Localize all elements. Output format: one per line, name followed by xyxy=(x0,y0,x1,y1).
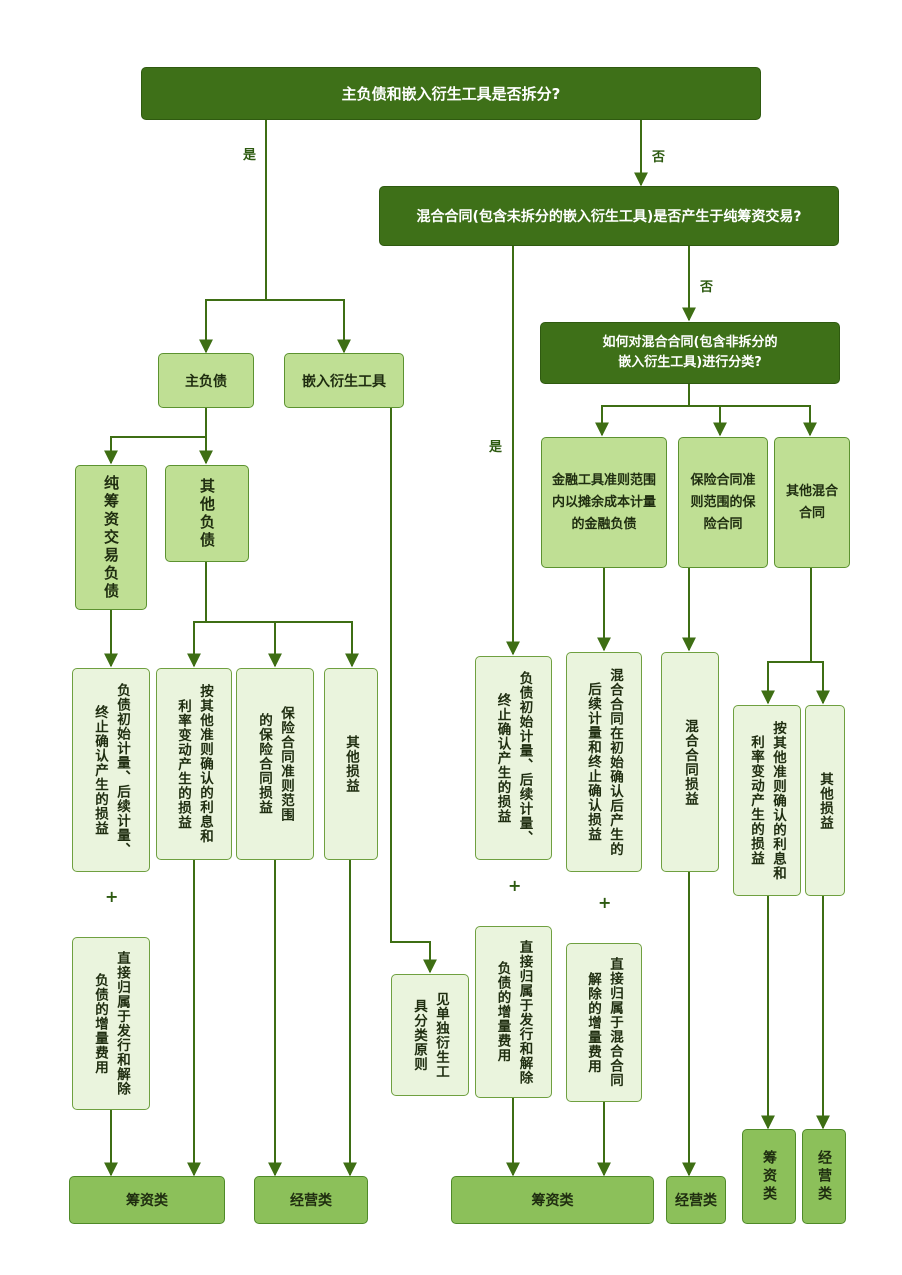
other-liability-text: 其他负债 xyxy=(198,477,216,550)
question-classify-node: 如何对混合合同(包含非拆分的 嵌入衍生工具)进行分类? xyxy=(540,322,840,384)
a1-node: 负债初始计量、后续计量、终止确认产生的损益 xyxy=(72,668,150,872)
h1-text: 按其他准则确认的利息和利率变动产生的损益 xyxy=(748,720,786,881)
category-financing-1: 筹资类 xyxy=(69,1176,225,1224)
d1-node: 负债初始计量、后续计量、终止确认产生的损益 xyxy=(475,656,552,860)
b2-text: 保险合同准则范围的保险合同损益 xyxy=(256,706,294,822)
f1-text: 混合合同在初始确认后产生的后续计量和终止确认损益 xyxy=(585,667,623,857)
h2-node: 其他损益 xyxy=(805,705,845,896)
pure-financing-liability-text: 纯筹资交易负债 xyxy=(102,474,120,601)
b3-text: 其他损益 xyxy=(343,735,359,793)
yes-label-2: 是 xyxy=(489,440,503,455)
plus-sign-a: + xyxy=(105,887,119,906)
h1-node: 按其他准则确认的利息和利率变动产生的损益 xyxy=(733,705,801,896)
category-operating-2-text: 经营类 xyxy=(675,1193,717,1209)
d1-text: 负债初始计量、后续计量、终止确认产生的损益 xyxy=(494,671,533,845)
main-liability-text: 主负债 xyxy=(185,373,227,390)
question-classify-line1: 如何对混合合同(包含非拆分的 xyxy=(602,335,778,350)
a2-node: 直接归属于发行和解除负债的增量费用 xyxy=(72,937,150,1110)
main-liability-node: 主负债 xyxy=(158,353,254,408)
d2-node: 直接归属于发行和解除负债的增量费用 xyxy=(475,926,552,1098)
category-financing-2-text: 筹资类 xyxy=(531,1193,574,1209)
insurance-contract-text: 保险合同准则范围的保险合同 xyxy=(690,472,756,532)
f2-node: 直接归属于混合合同解除的增量费用 xyxy=(566,943,642,1102)
other-liability-node: 其他负债 xyxy=(165,465,249,562)
question-financing-node: 混合合同(包含未拆分的嵌入衍生工具)是否产生于纯筹资交易? xyxy=(379,186,839,246)
category-financing-1-text: 筹资类 xyxy=(126,1193,168,1209)
fin-instrument-text: 金融工具准则范围内以摊余成本计量的金融负债 xyxy=(551,472,656,532)
b1-node: 按其他准则确认的利息和利率变动产生的损益 xyxy=(156,668,232,860)
b2-node: 保险合同准则范围的保险合同损益 xyxy=(236,668,314,860)
c1-node: 见单独衍生工具分类原则 xyxy=(391,974,469,1096)
a1-text: 负债初始计量、后续计量、终止确认产生的损益 xyxy=(92,683,130,857)
b3-node: 其他损益 xyxy=(324,668,378,860)
h2-text: 其他损益 xyxy=(817,771,833,830)
category-operating-1: 经营类 xyxy=(254,1176,368,1224)
question-split-text: 主负债和嵌入衍生工具是否拆分? xyxy=(341,85,561,103)
no-label-2: 否 xyxy=(700,280,714,295)
category-operating-2: 经营类 xyxy=(666,1176,726,1224)
plus-sign-d: + xyxy=(508,876,522,895)
question-split-node: 主负债和嵌入衍生工具是否拆分? xyxy=(141,67,761,120)
other-mixed-text: 其他混合合同 xyxy=(785,483,838,521)
b1-text: 按其他准则确认的利息和利率变动产生的损益 xyxy=(175,684,213,844)
insurance-contract-node: 保险合同准则范围的保险合同 xyxy=(678,437,768,568)
category-financing-3-text: 筹资类 xyxy=(761,1149,777,1204)
a2-text: 直接归属于发行和解除负债的增量费用 xyxy=(92,951,130,1096)
f2-text: 直接归属于混合合同解除的增量费用 xyxy=(585,957,623,1088)
category-financing-2: 筹资类 xyxy=(451,1176,654,1224)
category-financing-3: 筹资类 xyxy=(742,1129,796,1224)
plus-sign-f: + xyxy=(598,893,612,912)
category-operating-1-text: 经营类 xyxy=(290,1193,332,1209)
fin-instrument-node: 金融工具准则范围内以摊余成本计量的金融负债 xyxy=(541,437,667,568)
g1-node: 混合合同损益 xyxy=(661,652,719,872)
yes-label-1: 是 xyxy=(243,148,257,163)
category-operating-3: 经营类 xyxy=(802,1129,846,1224)
f1-node: 混合合同在初始确认后产生的后续计量和终止确认损益 xyxy=(566,652,642,872)
c1-text: 见单独衍生工具分类原则 xyxy=(411,991,449,1079)
no-label-1: 否 xyxy=(652,150,666,165)
g1-text: 混合合同损益 xyxy=(682,718,698,806)
embedded-derivative-text: 嵌入衍生工具 xyxy=(302,373,386,390)
question-financing-text: 混合合同(包含未拆分的嵌入衍生工具)是否产生于纯筹资交易? xyxy=(416,209,802,225)
d2-text: 直接归属于发行和解除负债的增量费用 xyxy=(494,939,533,1085)
category-operating-3-text: 经营类 xyxy=(816,1149,832,1204)
question-classify-line2: 嵌入衍生工具)进行分类? xyxy=(618,355,762,370)
embedded-derivative-node: 嵌入衍生工具 xyxy=(284,353,404,408)
pure-financing-liability-node: 纯筹资交易负债 xyxy=(75,465,147,610)
other-mixed-node: 其他混合合同 xyxy=(774,437,850,568)
